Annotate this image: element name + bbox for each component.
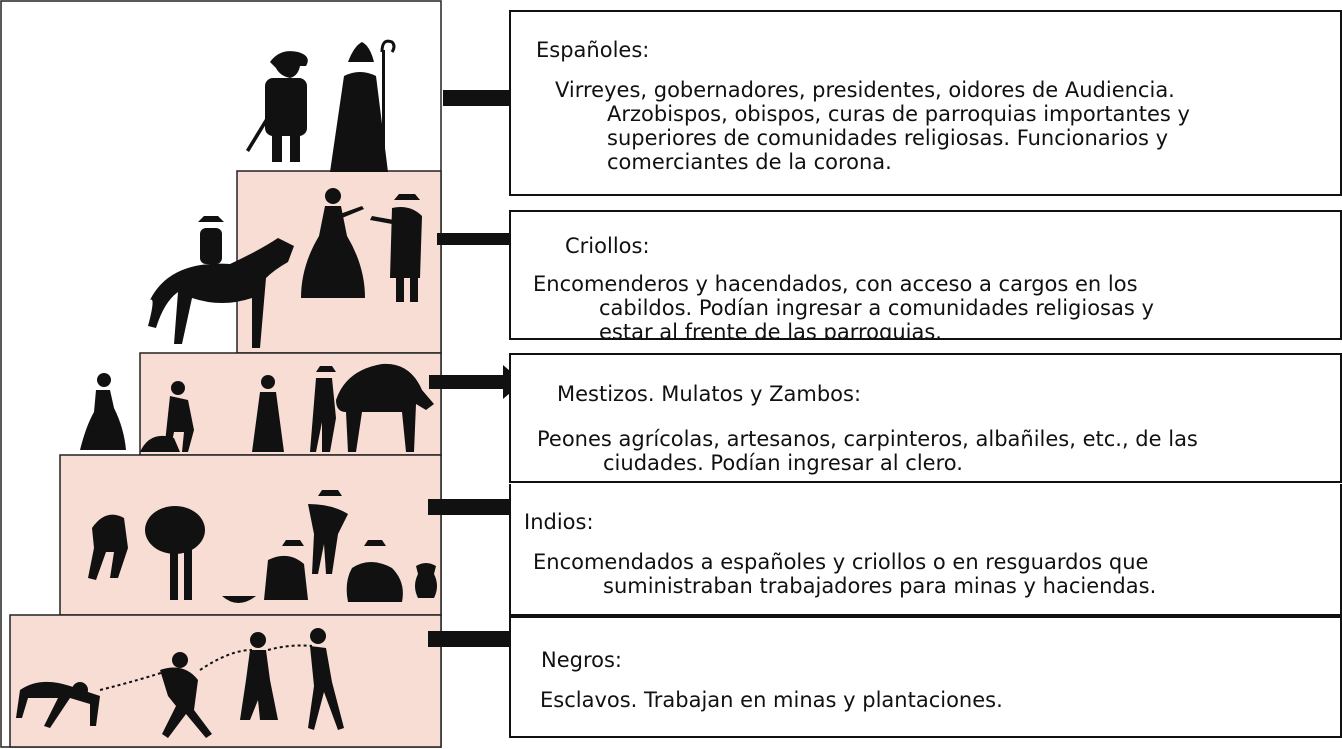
negros-title: Negros: [541, 648, 622, 672]
negros-description: Esclavos. Trabajan en minas y plantacion… [540, 688, 1340, 712]
seated-figure-silhouette [264, 540, 308, 600]
walking-man-silhouette [308, 628, 344, 730]
bundle-carrier-silhouette [145, 506, 205, 600]
criollos-line: cabildos. Podían ingresar a comunidades … [599, 296, 1154, 320]
indios-line: suministraban trabajadores para minas y … [603, 574, 1157, 598]
bishop-silhouette [330, 39, 396, 172]
dancer-silhouette [308, 490, 348, 574]
indios-line: Encomendados a españoles y criollos o en… [533, 550, 1149, 574]
chained-woman-silhouette [240, 632, 278, 720]
running-figure-silhouette [160, 652, 212, 738]
mestizos-title: Mestizos. Mulatos y Zambos: [557, 382, 862, 406]
espanoles-line: comerciantes de la corona. [607, 150, 892, 174]
horse-rider-silhouette [148, 216, 294, 348]
social-pyramid-illustration [0, 0, 442, 748]
criollos-box: Criollos: Encomenderos y hacendados, con… [509, 210, 1342, 340]
lady-silhouette [301, 188, 365, 298]
espanoles-title: Españoles: [536, 38, 650, 62]
negros-line: Esclavos. Trabajan en minas y plantacion… [540, 688, 1003, 712]
woman-silhouette [80, 373, 126, 450]
criollos-title: Criollos: [565, 234, 650, 258]
crawling-figure-silhouette [16, 681, 100, 728]
mestizos-line: ciudades. Podían ingresar al clero. [603, 451, 963, 475]
espanoles-line: Virreyes, gobernadores, presidentes, oid… [555, 78, 1175, 102]
basket-silhouette [222, 596, 256, 603]
conquistador-silhouette [246, 51, 308, 162]
mestizos-line: Peones agrícolas, artesanos, carpinteros… [537, 427, 1198, 451]
indios-description: Encomendados a españoles y criollos o en… [533, 550, 1333, 598]
criollos-line: Encomenderos y hacendados, con acceso a … [533, 272, 1138, 296]
gentleman-silhouette [370, 194, 422, 302]
indios-title: Indios: [524, 510, 594, 534]
mule-driver-silhouette [310, 363, 434, 452]
mestizos-description: Peones agrícolas, artesanos, carpinteros… [537, 427, 1337, 475]
chain [99, 644, 313, 691]
negros-box: Negros: Esclavos. Trabajan en minas y pl… [509, 616, 1342, 738]
espanoles-line: Arzobispos, obispos, curas de parroquias… [607, 102, 1190, 126]
cargo-carrier-silhouette [88, 514, 128, 580]
jar-silhouette [415, 563, 437, 598]
indios-box: Indios: Encomendados a españoles y criol… [509, 484, 1342, 616]
mestizos-box: Mestizos. Mulatos y Zambos: Peones agríc… [509, 353, 1342, 483]
espanoles-line: superiores de comunidades religiosas. Fu… [607, 126, 1169, 150]
espanoles-description: Virreyes, gobernadores, presidentes, oid… [555, 78, 1335, 174]
priest-silhouette [252, 375, 284, 452]
step-indios [9, 614, 442, 748]
silhouettes [16, 39, 437, 738]
criollos-line: estar al frente de las parroquias. [599, 320, 942, 340]
kneeling-figure-silhouette [346, 540, 403, 602]
espanoles-box: Españoles: Virreyes, gobernadores, presi… [509, 10, 1342, 196]
criollos-description: Encomenderos y hacendados, con acceso a … [533, 272, 1333, 340]
craftsman-silhouette [140, 381, 194, 452]
